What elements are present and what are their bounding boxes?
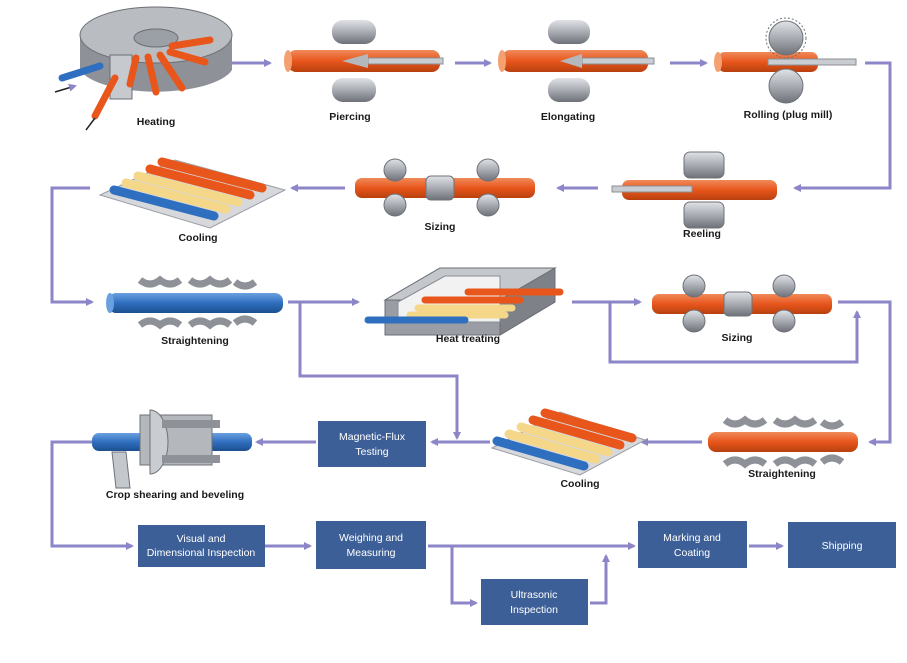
label-piercing: Piercing <box>329 111 370 123</box>
sizing-illustration-2 <box>652 274 832 333</box>
label-reeling: Reeling <box>683 228 721 240</box>
label-straightening-2: Straightening <box>748 468 816 480</box>
rolling-illustration <box>714 17 857 104</box>
arrow-straightening-magnetic <box>298 302 461 440</box>
box-weighing-line1: Weighing and <box>339 532 403 544</box>
elongating-illustration <box>498 20 655 102</box>
cooling-bed-illustration-1 <box>98 157 287 229</box>
label-cooling-2: Cooling <box>560 478 599 490</box>
box-visual-line1: Visual and <box>177 533 226 545</box>
straightening-illustration-1 <box>106 275 283 330</box>
label-sizing-2: Sizing <box>722 332 753 344</box>
label-heating: Heating <box>137 116 176 128</box>
arrow-rolling-reeling <box>793 61 892 192</box>
box-magnetic-line1: Magnetic-Flux <box>339 431 406 443</box>
straightening-illustration-2 <box>708 415 858 469</box>
box-shipping-line1: Shipping <box>822 540 863 552</box>
crop-shearing-illustration <box>92 409 252 489</box>
box-weighing: Weighing and Measuring <box>316 521 426 569</box>
arrow-sizing-straightening <box>838 300 892 446</box>
box-visual-line2: Dimensional Inspection <box>147 547 256 559</box>
sizing-illustration-1 <box>355 158 535 217</box>
arrow-bypass-sizing <box>608 302 861 364</box>
label-elongating: Elongating <box>541 111 595 123</box>
box-ultrasonic-line1: Ultrasonic <box>511 589 558 601</box>
arrow-ultrasonic-marking <box>590 554 610 605</box>
box-magnetic-flux: Magnetic-Flux Testing <box>318 421 426 467</box>
piercing-illustration <box>284 20 444 102</box>
label-straightening-1: Straightening <box>161 335 229 347</box>
heating-furnace-illustration <box>54 6 233 131</box>
box-marking: Marking and Coating <box>638 521 747 568</box>
flow-arrows <box>50 59 892 607</box>
box-ultrasonic-line2: Inspection <box>510 604 558 616</box>
box-marking-line2: Coating <box>674 547 710 559</box>
arrow-cooling-straightening <box>50 186 94 306</box>
box-marking-line1: Marking and <box>663 532 721 544</box>
box-visual-inspection: Visual and Dimensional Inspection <box>138 525 265 567</box>
box-weighing-line2: Measuring <box>346 547 395 559</box>
label-heat-treating: Heat treating <box>436 333 500 345</box>
reeling-illustration <box>611 151 777 229</box>
label-rolling: Rolling (plug mill) <box>744 109 833 121</box>
arrow-weighing-ultrasonic <box>450 546 478 607</box>
cooling-bed-illustration-2 <box>490 408 647 476</box>
label-cooling-1: Cooling <box>178 232 217 244</box>
label-crop-shearing: Crop shearing and beveling <box>106 489 244 501</box>
box-magnetic-line2: Testing <box>355 446 388 458</box>
arrow-crop-visual <box>50 440 134 550</box>
heat-treating-furnace-illustration <box>364 267 564 336</box>
label-sizing-1: Sizing <box>425 221 456 233</box>
box-ultrasonic: Ultrasonic Inspection <box>481 579 588 625</box>
box-shipping: Shipping <box>788 522 896 568</box>
